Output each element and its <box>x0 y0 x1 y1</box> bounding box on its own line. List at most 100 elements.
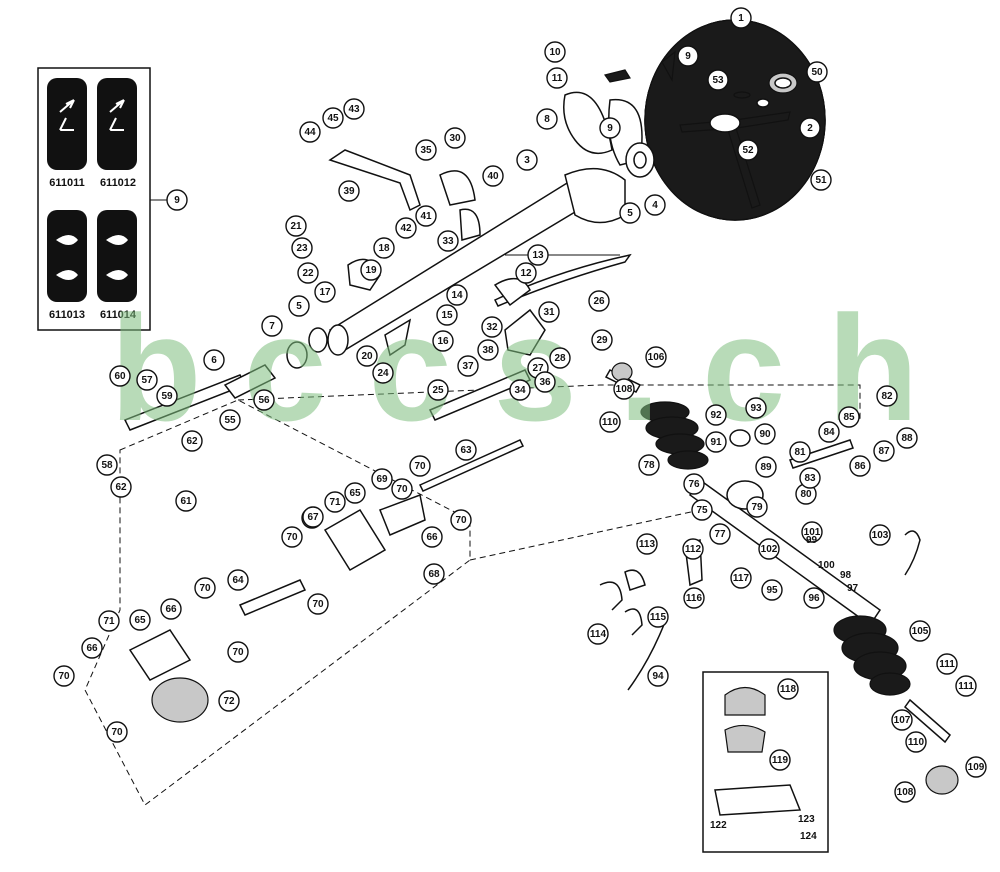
callout-21: 21 <box>285 215 307 237</box>
callout-26: 26 <box>588 290 610 312</box>
callout-label: 55 <box>224 415 236 426</box>
switch-lever <box>661 50 676 82</box>
callout-label: 9 <box>607 123 613 134</box>
part-label-123: 123 <box>798 814 815 825</box>
part-label-97: 97 <box>847 583 859 594</box>
plate-code-611014: 611014 <box>100 309 137 321</box>
callout-53: 53 <box>707 69 729 91</box>
callout-17: 17 <box>314 281 336 303</box>
callout-108: 108 <box>613 378 635 400</box>
callout-label: 75 <box>696 505 708 516</box>
callout-102: 102 <box>758 538 780 560</box>
u-joint-left <box>128 629 192 681</box>
callout-1: 1 <box>730 7 752 29</box>
inset-rubber-mount-bottom <box>724 724 766 753</box>
cover-strip <box>493 253 632 307</box>
callout-75: 75 <box>691 499 713 521</box>
callout-52: 52 <box>737 139 759 161</box>
callout-label: 95 <box>766 585 778 596</box>
callout-label: 7 <box>269 321 275 332</box>
switch-plate-611013 <box>47 210 87 302</box>
bearing <box>286 341 308 369</box>
part-label-122: 122 <box>710 820 727 831</box>
callout-label: 5 <box>296 301 302 312</box>
callout-110: 110 <box>905 731 927 753</box>
callout-label: 4 <box>652 200 658 211</box>
plate-code-611013: 611013 <box>49 309 85 321</box>
callout-29: 29 <box>591 329 613 351</box>
callout-94: 94 <box>647 665 669 687</box>
rack-gaiter-upper <box>640 401 709 470</box>
callout-label: 78 <box>643 460 655 471</box>
callout-43: 43 <box>343 98 365 120</box>
callout-label: 105 <box>912 626 929 637</box>
callout-20: 20 <box>356 345 378 367</box>
callout-label: 1 <box>738 13 744 24</box>
callout-108: 108 <box>894 781 916 803</box>
column-bracket-plate <box>504 308 546 356</box>
clamp-lower <box>459 208 481 241</box>
switch-plates-box: 611011 611012 611013 611014 <box>37 67 151 331</box>
callout-label: 114 <box>590 629 607 640</box>
callout-label: 65 <box>134 615 146 626</box>
support-rail <box>428 369 532 421</box>
callout-label: 108 <box>897 787 914 798</box>
callout-42: 42 <box>395 217 417 239</box>
callout-label: 43 <box>348 104 360 115</box>
cable <box>627 621 666 691</box>
callout-111: 111 <box>955 675 977 697</box>
callout-114: 114 <box>587 623 609 645</box>
callout-label: 70 <box>312 599 324 610</box>
u-joint-right <box>379 493 426 536</box>
callout-label: 6 <box>211 355 217 366</box>
trim-piece <box>603 69 631 83</box>
callout-92: 92 <box>705 404 727 426</box>
callout-label: 57 <box>141 375 153 386</box>
callout-label: 85 <box>843 412 855 423</box>
callout-55: 55 <box>219 409 241 431</box>
callout-116: 116 <box>683 587 705 609</box>
callout-115: 115 <box>647 606 669 628</box>
callout-label: 67 <box>307 512 319 523</box>
callout-40: 40 <box>482 165 504 187</box>
callout-63: 63 <box>455 439 477 461</box>
callout-label: 91 <box>710 437 722 448</box>
callout-87: 87 <box>873 440 895 462</box>
callout-label: 16 <box>437 336 449 347</box>
callout-label: 111 <box>939 659 955 670</box>
callout-label: 64 <box>232 575 244 586</box>
callout-6: 6 <box>203 349 225 371</box>
callout-89: 89 <box>755 456 777 478</box>
callout-label: 110 <box>602 417 619 428</box>
callout-label: 61 <box>180 496 192 507</box>
callout-label: 71 <box>103 616 115 627</box>
callout-5: 5 <box>288 295 310 317</box>
callout-110: 110 <box>599 411 621 433</box>
callout-label: 112 <box>685 544 702 555</box>
callout-51: 51 <box>810 169 832 191</box>
callout-70: 70 <box>307 593 329 615</box>
callout-93: 93 <box>745 397 767 419</box>
callout-label: 20 <box>361 351 373 362</box>
callout-label: 25 <box>432 385 444 396</box>
callout-105: 105 <box>909 620 931 642</box>
callout-9: 9 <box>677 45 699 67</box>
callout-11: 11 <box>546 67 568 89</box>
callout-label: 31 <box>543 307 555 318</box>
callout-label: 113 <box>639 539 656 550</box>
callout-15: 15 <box>436 304 458 326</box>
callout-label: 27 <box>532 363 544 374</box>
switch-plate-611012 <box>97 78 137 170</box>
callout-3: 3 <box>516 149 538 171</box>
callout-57: 57 <box>136 369 158 391</box>
part-label-100: 100 <box>818 560 835 571</box>
callout-78: 78 <box>638 454 660 476</box>
switch-plate-611014 <box>97 210 137 302</box>
part-label-124: 124 <box>800 831 817 842</box>
callout-label: 79 <box>751 502 763 513</box>
callout-70: 70 <box>194 577 216 599</box>
callout-label: 11 <box>552 73 563 84</box>
callout-label: 83 <box>804 473 816 484</box>
callout-61: 61 <box>175 490 197 512</box>
